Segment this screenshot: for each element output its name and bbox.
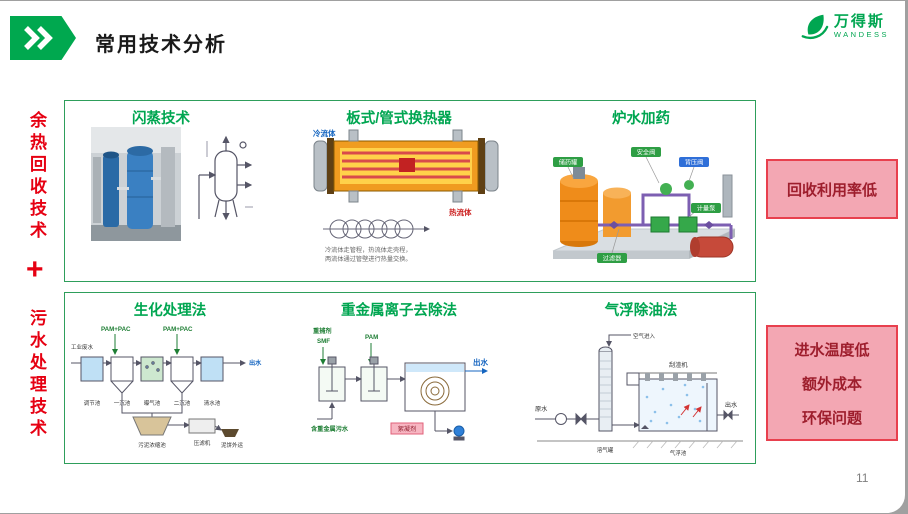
bio-tank-labels: 调节池 一沉池 曝气池 二沉池 清水池: [84, 399, 221, 407]
callout-recovery-rate: 回收利用率低: [766, 159, 898, 219]
saturator-column: [598, 334, 631, 432]
svg-text:调节池: 调节池: [84, 399, 101, 407]
flash-title: 闪蒸技术: [132, 111, 190, 127]
exchanger-shell: [313, 129, 499, 203]
dose-arrows: [112, 334, 180, 355]
brand-name: 万得斯: [833, 12, 885, 30]
reagent-scavenger-label: 重捕剂: [313, 327, 332, 335]
thickener-label: 污泥浓缩池: [138, 441, 166, 449]
page-title: 常用技术分析: [95, 34, 227, 56]
dosing-figure: 储药罐 安全阀 背压阀 计量泵 过滤器: [552, 147, 736, 263]
tank-label: 气浮池: [670, 449, 687, 457]
flash-vessel-outline: [198, 135, 253, 221]
blue-vessels: [103, 146, 161, 229]
inlet-pipe: [317, 402, 335, 420]
ground-hatch: [632, 440, 738, 449]
cold-fluid-label: 冷流体: [313, 128, 336, 138]
flotation-tank: [626, 372, 718, 432]
tube-coil: [323, 219, 430, 239]
bio-figure: 工业废水 PAM+PAC PAM+PAC: [71, 326, 262, 449]
flotation-inlet-label: 原水: [535, 405, 548, 413]
flotation-figure: 原水 空气进入: [535, 332, 743, 457]
calibration-column: [722, 174, 733, 218]
brand-subtitle: WANDESS: [833, 29, 889, 39]
reagent-pam-label: PAM: [365, 334, 378, 341]
chemical-tanks: [560, 167, 631, 247]
brand-text: 万得斯 WANDESS: [833, 12, 889, 39]
flash-photo: [91, 127, 181, 241]
callout-wastewater-issues: 进水温度低 额外成本 环保问题: [766, 325, 898, 441]
heat-recovery-panel: 闪蒸技术 板式/管式换热器 炉水加药: [64, 100, 756, 282]
callout-line: 额外成本: [801, 375, 862, 393]
flotation-title: 气浮除油法: [604, 303, 678, 319]
bio-outlet-label: 出水: [249, 359, 262, 367]
metal-inlet-label: 含重金属污水: [311, 425, 349, 433]
svg-text:曝气池: 曝气池: [144, 399, 161, 407]
dosing-title: 炉水加药: [612, 111, 670, 127]
sludge-cake: [221, 429, 239, 437]
metal-title: 重金属离子去除法: [341, 303, 457, 319]
callout-line: 进水温度低: [794, 341, 870, 359]
metal-outlet-label: 出水: [473, 357, 488, 367]
label-heat-recovery: 余热回收技术: [27, 111, 46, 243]
brand-logo: 万得斯 WANDESS: [799, 11, 889, 41]
label-wastewater-treatment: 污水处理技术: [27, 309, 46, 441]
exchanger-caption-2: 两流体通过管壁进行热量交换。: [325, 255, 412, 263]
sludge-lines: [121, 393, 222, 431]
feed-pipe: [535, 412, 599, 426]
bio-tanks: [71, 356, 246, 394]
chevrons-badge: [10, 16, 76, 60]
callout-line: 环保问题: [801, 409, 862, 427]
flocculant-chip: 絮凝剂: [390, 422, 424, 435]
svg-text:清水池: 清水池: [204, 399, 221, 407]
page-number: 11: [856, 471, 869, 485]
bio-title: 生化处理法: [133, 303, 207, 319]
valve: [704, 221, 714, 229]
bio-inlet-label: 工业废水: [71, 343, 94, 351]
scraper-label: 刮渣机: [669, 361, 688, 369]
press-label: 压滤机: [194, 439, 211, 447]
metal-figure: 重捕剂 SMF PAM: [311, 327, 488, 441]
valve: [609, 221, 619, 229]
outlet-pipe: [717, 409, 739, 421]
wastewater-panel: 生化处理法 重金属离子去除法 气浮除油法 工业废水 PAM+PAC PAM+PA…: [64, 292, 756, 464]
mixing-tanks: [318, 356, 406, 402]
cake-label: 泥饼外运: [221, 441, 244, 449]
chip-tank: 储药罐: [559, 159, 578, 167]
buffer-cylinder-cap: [690, 237, 700, 257]
reagent-smf-label: SMF: [317, 338, 330, 345]
leaf-logo-icon: [801, 14, 829, 40]
air-inlet-label: 空气进入: [633, 332, 656, 340]
exchanger-caption-1: 冷流体走管程，热流体走壳程，: [325, 246, 412, 254]
dosing-label-chips: 储药罐 安全阀 背压阀 计量泵 过滤器: [553, 147, 721, 263]
filter-press: [188, 418, 216, 434]
hot-fluid-label: 热流体: [449, 207, 472, 217]
chip-metering-pump: 计量泵: [697, 205, 716, 213]
bio-dose1-label: PAM+PAC: [101, 326, 131, 333]
flotation-outlet-label: 出水: [725, 401, 738, 409]
exchanger-title: 板式/管式换热器: [346, 111, 452, 127]
bio-dose2-label: PAM+PAC: [163, 326, 193, 333]
callout-line: 回收利用率低: [786, 181, 877, 199]
chip-filter: 过滤器: [603, 255, 622, 263]
sludge-pump: [434, 411, 465, 441]
chip-backpressure-valve: 背压阀: [685, 159, 704, 167]
column-label: 溶气罐: [597, 446, 614, 454]
plus-sign: +: [26, 253, 44, 286]
clarifier: [404, 362, 466, 412]
sludge-thickener: [132, 416, 172, 436]
metering-pumps: [650, 180, 698, 233]
flash-diagram: [185, 127, 263, 241]
exchanger-figure: 冷流体 热流体 冷流体走管程，热流体走壳程， 两流体通过管壁进行热量交换。: [313, 128, 499, 263]
svg-text:絮凝剂: 絮凝剂: [398, 425, 417, 433]
chip-safety-valve: 安全阀: [637, 149, 656, 157]
double-chevron-icon: [24, 26, 53, 50]
